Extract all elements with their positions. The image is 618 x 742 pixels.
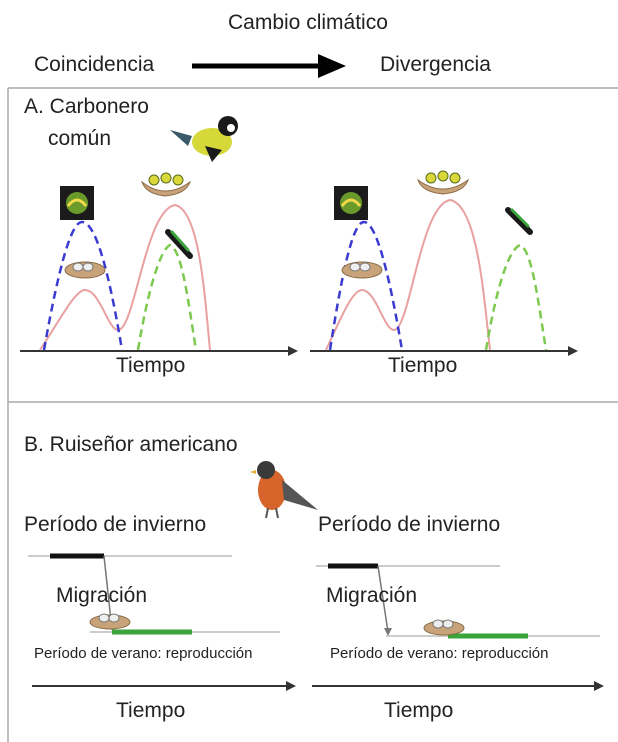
food-availability-curve — [328, 220, 404, 351]
nest-eggs-icon — [341, 261, 383, 279]
panel-b-right-axis-label: Tiempo — [384, 699, 454, 722]
migration-arrowhead — [384, 628, 392, 636]
header-arrow — [192, 54, 346, 78]
panel-b-left-axis-label: Tiempo — [116, 699, 186, 722]
panel-b-right-migration-label: Migración — [326, 584, 418, 607]
panel-a-left-axis-label: Tiempo — [116, 354, 186, 377]
chick-demand-curve — [325, 198, 491, 351]
panel-b-right-winter-label: Período de invierno — [318, 513, 501, 536]
panel-a-frame — [7, 87, 618, 742]
caterpillar-food-icon — [60, 186, 94, 220]
food-availability-curve — [42, 220, 124, 351]
panel-b-left — [28, 553, 296, 691]
panel-b-left-winter-label: Período de invierno — [24, 513, 207, 536]
time-axis-arrowhead — [568, 346, 578, 356]
panel-b-left-summer-label: Período de verano: reproducción — [34, 645, 253, 662]
panel-a-left-graph — [20, 172, 298, 356]
egg-laying-curve — [484, 243, 548, 351]
nest-eggs-icon — [423, 619, 465, 636]
nest-chicks-icon — [140, 172, 191, 197]
migration-arrow — [377, 565, 389, 633]
panel-b-left-migration-label: Migración — [56, 584, 148, 607]
nest-eggs-icon — [64, 261, 106, 279]
panel-b-right — [312, 563, 604, 691]
divergence-label: Divergencia — [380, 53, 491, 76]
egg-laying-curve — [136, 243, 198, 351]
caterpillar-food-icon — [334, 186, 368, 220]
nest-eggs-icon — [89, 613, 131, 630]
coincidence-label: Coincidencia — [34, 53, 155, 76]
time-axis-arrowhead — [286, 681, 296, 691]
header-title: Cambio climático — [228, 11, 388, 34]
chick-demand-curve — [39, 203, 211, 351]
panel-a-title-line2: común — [48, 127, 112, 150]
time-axis-arrowhead — [288, 346, 298, 356]
nest-chicks-icon — [417, 170, 469, 195]
panel-a-title: A. Carbonero — [24, 95, 149, 118]
caterpillar-icon — [505, 207, 533, 235]
panel-a-right-graph — [310, 170, 578, 356]
american-robin-bird-icon — [250, 461, 318, 519]
panel-b-title: B. Ruiseñor americano — [24, 433, 238, 456]
great-tit-bird-icon — [170, 116, 238, 162]
panel-a-right-axis-label: Tiempo — [388, 354, 458, 377]
panel-b-right-summer-label: Período de verano: reproducción — [330, 645, 549, 662]
caterpillar-icon — [165, 229, 193, 259]
time-axis-arrowhead — [594, 681, 604, 691]
